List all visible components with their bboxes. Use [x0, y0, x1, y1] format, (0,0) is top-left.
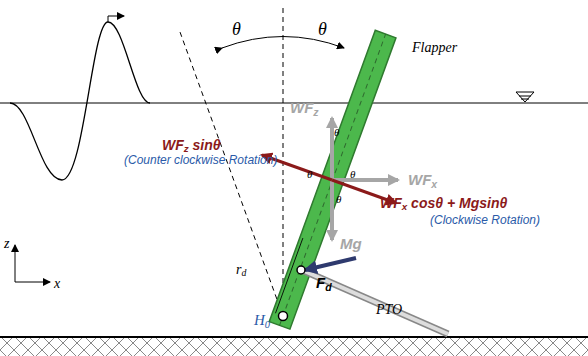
label: Flapper [412, 40, 457, 55]
label: (Clockwise Rotation) [430, 214, 540, 227]
label: (Counter clockwise Rotation) [124, 154, 277, 167]
label: PTO [376, 302, 402, 317]
label: θ [232, 20, 241, 40]
label: θ [318, 20, 327, 40]
label: WFz sinθ [162, 138, 221, 153]
label: x [54, 276, 60, 291]
label: WFz [290, 100, 319, 117]
label: WFx cosθ + Mgsinθ [380, 196, 507, 211]
label: z [4, 236, 9, 251]
label: H0 [254, 312, 270, 329]
label: rd [236, 262, 246, 277]
label: θ [350, 168, 355, 180]
label: θ [334, 126, 339, 138]
label: θ [336, 193, 341, 205]
label: Mg [340, 236, 362, 253]
label: θ [307, 168, 312, 180]
label: WFx [408, 172, 437, 189]
label: Fd [316, 275, 332, 292]
